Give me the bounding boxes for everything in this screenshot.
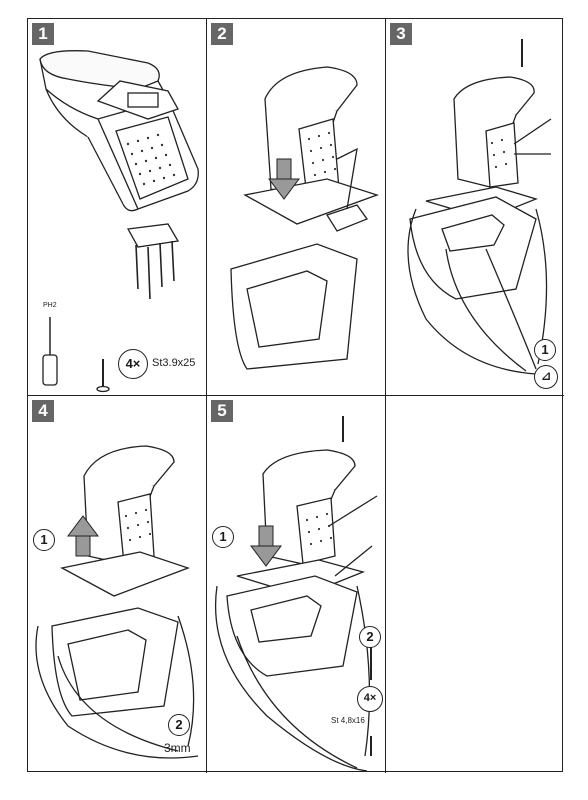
callout-2: 2 [359, 626, 381, 648]
step-5-illustration [214, 416, 378, 772]
screw-spec-label: St3.9x25 [152, 357, 196, 369]
step-5-panel: 5 [207, 396, 386, 773]
hex-key-label: 3mm [164, 741, 191, 755]
step-4-badge: 4 [32, 400, 54, 422]
step-4-panel: 4 1 2 3mm [28, 396, 207, 773]
callout-1: 1 [534, 339, 556, 361]
ph2-label: PH2 [43, 302, 57, 309]
instruction-sheet: 1 [27, 18, 564, 773]
step-1-panel: 1 [28, 19, 207, 396]
step-3-illustration [407, 39, 552, 375]
step-1-badge: 1 [32, 23, 54, 45]
callout-1: 1 [212, 526, 234, 548]
step-3-badge: 3 [390, 23, 412, 45]
down-arrow [250, 525, 282, 567]
down-arrow [268, 158, 300, 200]
quantity-badge: 4× [118, 349, 148, 379]
step-1-illustration [39, 50, 199, 393]
quantity-badge: 4× [357, 686, 383, 712]
step-2-illustration [230, 66, 380, 370]
step-2-badge: 2 [211, 23, 233, 45]
callout-1: 1 [33, 529, 55, 551]
clip-tool-icon: ⊿ [534, 365, 558, 389]
step-5-badge: 5 [211, 400, 233, 422]
perforation-dots [305, 512, 333, 546]
callout-2: 2 [168, 714, 190, 736]
perforation-dots [490, 138, 508, 169]
step-4-illustration [35, 445, 199, 759]
up-arrow [67, 515, 99, 557]
perforation-dots [126, 133, 176, 186]
perforation-dots [124, 508, 152, 542]
step-2-panel: 2 [207, 19, 386, 396]
step-3-panel: 3 1 ⊿ [386, 19, 564, 396]
empty-panel [386, 396, 564, 773]
perforation-dots [307, 131, 337, 177]
screw-spec-label: St 4,8x16 [331, 716, 365, 725]
